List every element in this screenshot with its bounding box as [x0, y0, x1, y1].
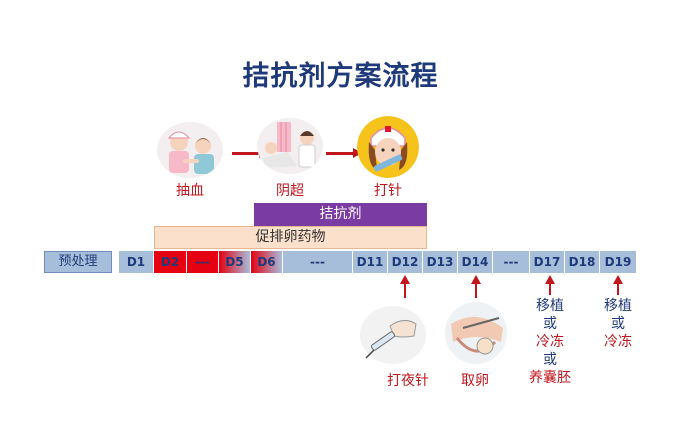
arrow-shaft: [475, 283, 477, 298]
day-cell: D1: [119, 251, 154, 273]
pretreatment-box: 预处理: [44, 251, 112, 273]
step-label-blood-draw: 抽血: [176, 183, 204, 199]
antagonist-bar: 拮抗剂: [254, 203, 427, 226]
event-d17-options: 移植 或 冷冻 或 养囊胚: [520, 297, 580, 387]
arrow-right-icon: [353, 148, 362, 158]
arrow-up-icon: [471, 275, 481, 284]
egg-retrieval-icon: [443, 302, 509, 364]
day-cell: D11: [353, 251, 388, 273]
day-cell: D2: [154, 251, 187, 273]
day-timeline: D1 D2 --- D5 D6 --- D11 D12 D13 D14 --- …: [119, 251, 636, 273]
day-cell: D5: [219, 251, 251, 273]
option-or: 或: [543, 352, 557, 368]
step-arrow-line: [326, 152, 354, 155]
arrow-shaft: [617, 283, 619, 295]
option-or: 或: [611, 316, 625, 332]
day-cell: D18: [565, 251, 600, 273]
day-cell: D19: [600, 251, 636, 273]
ovulation-drugs-bar: 促排卵药物: [154, 226, 427, 249]
step-label-injection: 打针: [374, 183, 402, 199]
day-cell: D13: [423, 251, 458, 273]
day-cell: D17: [530, 251, 565, 273]
day-cell: ---: [493, 251, 530, 273]
arrow-shaft: [549, 283, 551, 295]
arrow-up-icon: [613, 275, 623, 284]
event-label-retrieval: 取卵: [461, 373, 489, 389]
event-label-trigger: 打夜针: [387, 373, 429, 389]
option-transfer: 移植: [536, 298, 564, 314]
option-freeze: 冷冻: [604, 334, 632, 350]
arrow-shaft: [404, 283, 406, 298]
day-cell: D14: [458, 251, 493, 273]
option-or: 或: [543, 316, 557, 332]
syringe-hand-icon: [360, 306, 426, 364]
step-label-ultrasound: 阴超: [276, 183, 304, 199]
day-cell: D12: [388, 251, 423, 273]
option-transfer: 移植: [604, 298, 632, 314]
option-freeze: 冷冻: [536, 334, 564, 350]
arrow-up-icon: [545, 275, 555, 284]
page-title: 拮抗剂方案流程: [242, 61, 439, 92]
option-blastocyst-culture: 养囊胚: [529, 370, 571, 386]
ultrasound-exam-icon: [257, 118, 323, 174]
arrow-up-icon: [400, 275, 410, 284]
day-cell: ---: [187, 251, 219, 273]
event-d19-options: 移植 或 冷冻: [588, 297, 648, 351]
day-cell: ---: [283, 251, 353, 273]
nurse-drawing-blood-icon: [157, 122, 223, 178]
nurse-injection-icon: [357, 116, 419, 178]
day-cell: D6: [251, 251, 283, 273]
step-arrow-line: [232, 152, 260, 155]
